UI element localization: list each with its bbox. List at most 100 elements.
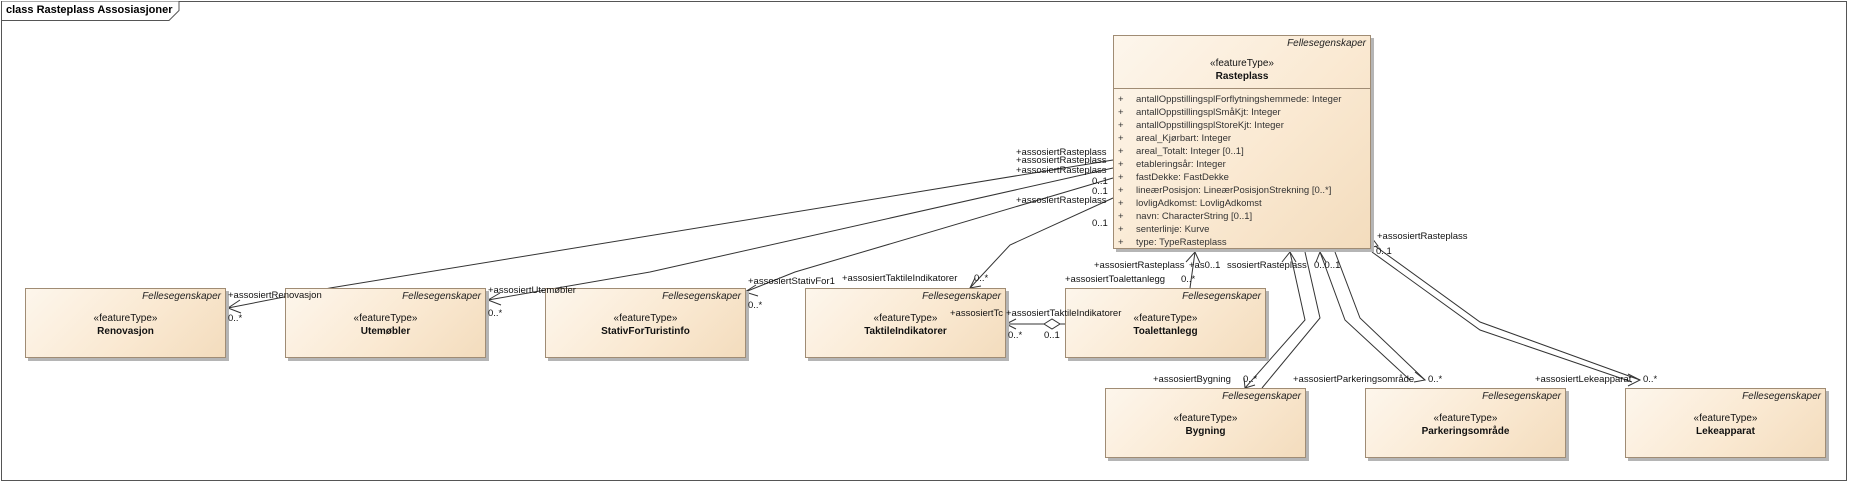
class-parkeringsomrade[interactable]: Fellesegenskaper «featureType» Parkering…	[1365, 388, 1566, 458]
class-name: TaktileIndikatorer	[864, 326, 947, 337]
attribute: +antallOppstillingsplSmåKjt: Integer	[1118, 107, 1281, 118]
class-name: Utemøbler	[360, 326, 411, 337]
class-name: Rasteplass	[1215, 71, 1269, 82]
attribute: +antallOppstillingsplStoreKjt: Integer	[1118, 120, 1284, 131]
attribute: +lineærPosisjon: LineærPosisjonStrekning…	[1118, 185, 1332, 196]
compartment-divider	[1114, 88, 1370, 89]
arrowhead-rasteplass-2	[1315, 250, 1327, 263]
class-stativ-for-turistinfo[interactable]: Fellesegenskaper «featureType» StativFor…	[545, 288, 746, 358]
package-label: Fellesegenskaper	[1182, 291, 1261, 302]
assoc-toalett	[1189, 251, 1196, 289]
multiplicity-label: 0..1	[1092, 176, 1108, 187]
attribute: +senterlinje: Kurve	[1118, 224, 1210, 235]
multiplicity-label: 0..*	[974, 273, 989, 284]
role-label: +assosiertRasteplass	[1016, 165, 1107, 176]
class-toalettanlegg[interactable]: Fellesegenskaper «featureType» Toalettan…	[1065, 288, 1266, 358]
arrowhead-taktile-toalett	[1004, 318, 1017, 330]
stereotype-label: «featureType»	[1210, 58, 1274, 69]
multiplicity-label: 0..*	[488, 308, 503, 319]
multiplicity-label: 0..*	[748, 300, 763, 311]
class-renovasjon[interactable]: Fellesegenskaper «featureType» Renovasjo…	[25, 288, 226, 358]
assoc-stativ	[744, 177, 1114, 293]
assoc-lekeapparat-1	[1374, 245, 1641, 381]
class-name: StativForTuristinfo	[601, 326, 690, 337]
role-label: +as0..1	[1189, 260, 1221, 271]
class-lekeapparat[interactable]: Fellesegenskaper «featureType» Lekeappar…	[1625, 388, 1826, 458]
arrowhead-utemobler	[486, 292, 502, 306]
role-label: +assosiertParkeringsområde	[1293, 374, 1415, 385]
class-name: Toalettanlegg	[1133, 326, 1198, 337]
attribute: +antallOppstillingsplForflytningshemmede…	[1118, 94, 1342, 105]
stereotype-label: «featureType»	[353, 313, 418, 324]
class-name: Parkeringsområde	[1421, 426, 1510, 437]
assoc-utemobler	[487, 167, 1114, 301]
multiplicity-label: 0..*	[228, 313, 243, 324]
role-label: +assosiertUtemøbler	[488, 285, 576, 296]
multiplicity-label: 0..*	[1643, 374, 1658, 385]
arrowhead-toalett	[1185, 251, 1201, 264]
role-label: +assosiertToalettanlegg	[1065, 274, 1166, 285]
attribute: +type: TypeRasteplass	[1118, 237, 1227, 248]
class-bygning[interactable]: Fellesegenskaper «featureType» Bygning	[1105, 388, 1306, 458]
multiplicity-label: 0..0..1	[1314, 260, 1341, 271]
attribute: +lovligAdkomst: LovligAdkomst	[1118, 198, 1262, 209]
package-label: Fellesegenskaper	[1222, 391, 1301, 402]
package-label: Fellesegenskaper	[1287, 38, 1366, 49]
arrowhead-renovasjon	[226, 299, 242, 314]
role-label: +assosiertRenovasjon	[228, 290, 322, 301]
stereotype-label: «featureType»	[1173, 413, 1238, 424]
class-name: Lekeapparat	[1696, 426, 1755, 437]
role-label: +assosiertRasteplass	[1094, 260, 1185, 271]
role-label: +assosiertBygning	[1153, 374, 1231, 385]
class-utemobler[interactable]: Fellesegenskaper «featureType» Utemøbler	[285, 288, 486, 358]
multiplicity-label: 0..*	[1181, 274, 1196, 285]
attribute: +fastDekke: FastDekke	[1118, 172, 1229, 183]
stereotype-label: «featureType»	[613, 313, 678, 324]
stereotype-label: «featureType»	[1433, 413, 1498, 424]
attribute: +areal_Kjørbart: Integer	[1118, 133, 1232, 144]
class-name: Bygning	[1185, 426, 1226, 437]
assoc-bygning-2	[1261, 251, 1321, 389]
class-rasteplass[interactable]: Fellesegenskaper «featureType» Rasteplas…	[1113, 35, 1371, 249]
package-label: Fellesegenskaper	[1482, 391, 1561, 402]
stereotype-label: «featureType»	[1133, 313, 1198, 324]
role-label: +assosiertTc	[950, 308, 1004, 319]
package-label: Fellesegenskaper	[922, 291, 1001, 302]
multiplicity-label: 0..*	[1243, 374, 1258, 385]
stereotype-label: «featureType»	[93, 313, 158, 324]
assoc-lekeapparat-2	[1371, 251, 1633, 383]
attribute: +navn: CharacterString [0..1]	[1118, 211, 1253, 222]
assoc-parkering-1	[1319, 251, 1411, 381]
multiplicity-label: 0..*	[1428, 374, 1443, 385]
arrowhead-lekeapparat	[1627, 373, 1642, 387]
aggregation-diamond	[1043, 318, 1061, 330]
package-label: Fellesegenskaper	[1742, 391, 1821, 402]
assoc-taktile	[969, 197, 1114, 289]
multiplicity-label: 0..1	[1376, 246, 1392, 257]
stereotype-label: «featureType»	[873, 313, 938, 324]
multiplicity-label: 0..1	[1044, 330, 1060, 341]
class-taktile-indikatorer[interactable]: Fellesegenskaper «featureType» TaktileIn…	[805, 288, 1006, 358]
arrowhead-rasteplass-1	[1281, 251, 1297, 263]
role-label: +assosiertRasteplass	[1016, 147, 1107, 158]
multiplicity-label: 0..1	[1092, 218, 1108, 229]
class-name: Renovasjon	[97, 326, 154, 337]
role-label: ssosiertRasteplass	[1227, 260, 1307, 271]
role-label: +assosiertLekeapparat	[1535, 374, 1632, 385]
stereotype-label: «featureType»	[1693, 413, 1758, 424]
role-label: +assosiertStativFor1	[748, 276, 835, 287]
multiplicity-label: 0..*	[1008, 330, 1023, 341]
frame-title: class Rasteplass Assosiasjoner	[6, 4, 173, 16]
role-label: +assosiertRasteplass	[1016, 155, 1107, 166]
frame-tab-outline	[1, 1, 180, 21]
role-label: +assosiertRasteplass	[1377, 231, 1468, 242]
package-label: Fellesegenskaper	[662, 291, 741, 302]
attribute: +areal_Totalt: Integer [0..1]	[1118, 146, 1244, 157]
assoc-parkering-2	[1334, 251, 1426, 381]
package-label: Fellesegenskaper	[142, 291, 221, 302]
multiplicity-label: 0..1	[1092, 186, 1108, 197]
package-label: Fellesegenskaper	[402, 291, 481, 302]
role-label: +assosiertTaktileIndikatorer	[842, 273, 958, 284]
